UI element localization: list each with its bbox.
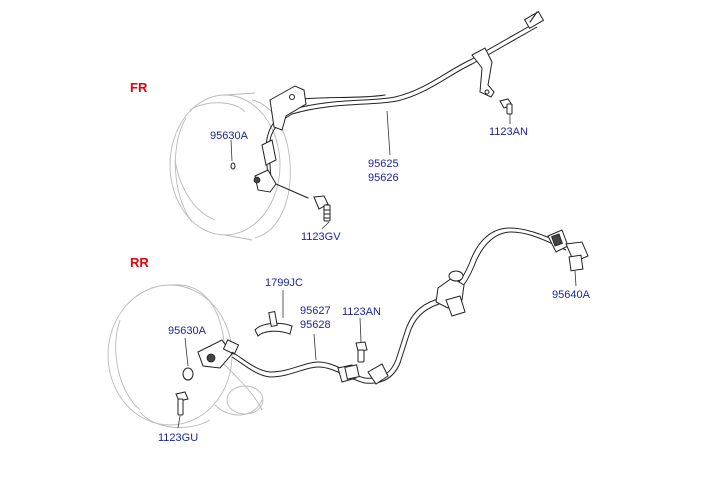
part-label-front-bracket-bolt: 1123AN: [489, 126, 528, 138]
front-connector: [523, 10, 545, 30]
rear-bracket-bolt: [355, 341, 368, 363]
rear-clip: [254, 311, 293, 337]
front-wheel-sensor: [253, 169, 309, 199]
part-label-rear-cable-left: 95627: [300, 305, 331, 317]
part-label-front-oring: 95630A: [210, 130, 249, 142]
part-label-extension-harness: 95640A: [552, 289, 591, 301]
part-label-front-sensor-bolt: 1123GV: [301, 231, 341, 243]
rear-o-ring: [182, 367, 194, 381]
front-sensor-bolt: [313, 195, 331, 222]
part-label-rear-cable-right: 95628: [300, 319, 331, 331]
rear-wheel-sensor: [197, 339, 240, 369]
part-label-rear-bracket-bolt: 1123AN: [342, 306, 381, 318]
section-label-front: FR: [130, 80, 148, 95]
rear-hub-outline: [107, 284, 264, 429]
front-assembly: [169, 10, 545, 241]
rear-cable: [231, 227, 569, 384]
rear-extension-harness: [565, 241, 589, 272]
rear-sensor-bolt: [175, 391, 189, 416]
section-label-rear: RR: [130, 255, 149, 270]
front-hub-outline: [169, 92, 291, 241]
front-o-ring: [230, 162, 236, 170]
front-body-bracket: [471, 47, 495, 98]
front-bracket-bolt: [499, 98, 513, 115]
part-label-front-cable-left: 95625: [368, 158, 399, 170]
rear-cable-clips: [337, 229, 569, 385]
part-label-front-cable-right: 95626: [368, 172, 399, 184]
front-cable: [265, 22, 538, 181]
part-label-rear-clip: 1799JC: [265, 277, 303, 289]
rear-assembly: [107, 227, 589, 429]
part-label-rear-sensor-bolt: 1123GU: [158, 432, 198, 444]
front-upper-bracket: [261, 85, 307, 166]
part-label-rear-oring: 95630A: [168, 325, 207, 337]
